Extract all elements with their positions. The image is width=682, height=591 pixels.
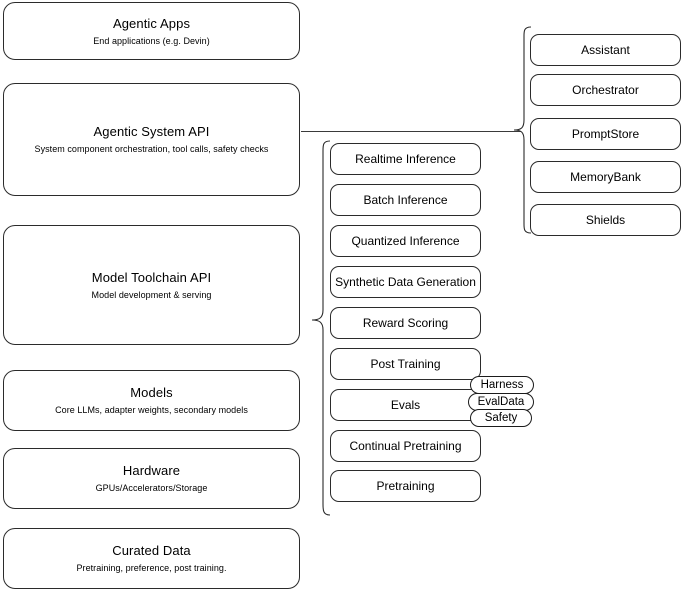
component-shields[interactable]: Shields: [530, 204, 681, 236]
layer-hardware[interactable]: Hardware GPUs/Accelerators/Storage: [3, 448, 300, 509]
layer-curated-data[interactable]: Curated Data Pretraining, preference, po…: [3, 528, 300, 589]
layer-title: Hardware: [122, 463, 181, 478]
toolchain-reward-scoring[interactable]: Reward Scoring: [330, 307, 481, 339]
brace-system-components: [513, 26, 532, 234]
layer-title: Models: [130, 385, 173, 400]
component-promptstore[interactable]: PromptStore: [530, 118, 681, 150]
toolchain-pretraining[interactable]: Pretraining: [330, 470, 481, 502]
layer-models[interactable]: Models Core LLMs, adapter weights, secon…: [3, 370, 300, 431]
component-label: Shields: [585, 213, 626, 227]
component-assistant[interactable]: Assistant: [530, 34, 681, 66]
toolchain-post-training[interactable]: Post Training: [330, 348, 481, 380]
toolchain-label: Continual Pretraining: [349, 439, 462, 453]
toolchain-label: Realtime Inference: [355, 152, 456, 166]
evals-sub-label: Harness: [480, 379, 524, 391]
layer-agentic-apps[interactable]: Agentic Apps End applications (e.g. Devi…: [3, 2, 300, 60]
component-label: Assistant: [581, 43, 630, 57]
toolchain-label: Pretraining: [376, 479, 435, 493]
layer-agentic-system-api[interactable]: Agentic System API System component orch…: [3, 83, 300, 196]
component-label: MemoryBank: [570, 170, 641, 184]
toolchain-synthetic-data-generation[interactable]: Synthetic Data Generation: [330, 266, 481, 298]
evals-sub-label: Safety: [484, 412, 518, 424]
connector-system-api-to-components: [301, 131, 521, 132]
layer-model-toolchain-api[interactable]: Model Toolchain API Model development & …: [3, 225, 300, 345]
toolchain-batch-inference[interactable]: Batch Inference: [330, 184, 481, 216]
component-label: Orchestrator: [572, 83, 639, 97]
component-orchestrator[interactable]: Orchestrator: [530, 74, 681, 106]
evals-sub-safety[interactable]: Safety: [470, 409, 532, 427]
component-memorybank[interactable]: MemoryBank: [530, 161, 681, 193]
toolchain-label: Synthetic Data Generation: [335, 275, 476, 289]
component-label: PromptStore: [571, 127, 640, 141]
layer-subtitle: Pretraining, preference, post training.: [76, 563, 227, 573]
layer-title: Agentic System API: [93, 124, 210, 139]
toolchain-label: Post Training: [370, 357, 441, 371]
toolchain-continual-pretraining[interactable]: Continual Pretraining: [330, 430, 481, 462]
toolchain-label: Reward Scoring: [362, 316, 449, 330]
layer-subtitle: End applications (e.g. Devin): [93, 35, 210, 46]
toolchain-evals[interactable]: Evals: [330, 389, 481, 421]
layer-title: Model Toolchain API: [91, 269, 212, 285]
layer-subtitle: GPUs/Accelerators/Storage: [95, 483, 208, 493]
toolchain-realtime-inference[interactable]: Realtime Inference: [330, 143, 481, 175]
layer-title: Curated Data: [112, 543, 191, 558]
toolchain-quantized-inference[interactable]: Quantized Inference: [330, 225, 481, 257]
layer-subtitle: Core LLMs, adapter weights, secondary mo…: [55, 405, 248, 415]
toolchain-label: Batch Inference: [363, 193, 448, 207]
evals-sub-label: EvalData: [477, 396, 525, 408]
evals-sub-evaldata[interactable]: EvalData: [468, 393, 534, 411]
toolchain-label: Quantized Inference: [351, 234, 460, 248]
layer-subtitle: System component orchestration, tool cal…: [34, 144, 269, 154]
layer-subtitle: Model development & serving: [91, 289, 212, 300]
brace-toolchain-components: [311, 140, 331, 516]
toolchain-label: Evals: [390, 398, 421, 412]
layer-title: Agentic Apps: [112, 15, 191, 31]
evals-sub-harness[interactable]: Harness: [470, 376, 534, 394]
